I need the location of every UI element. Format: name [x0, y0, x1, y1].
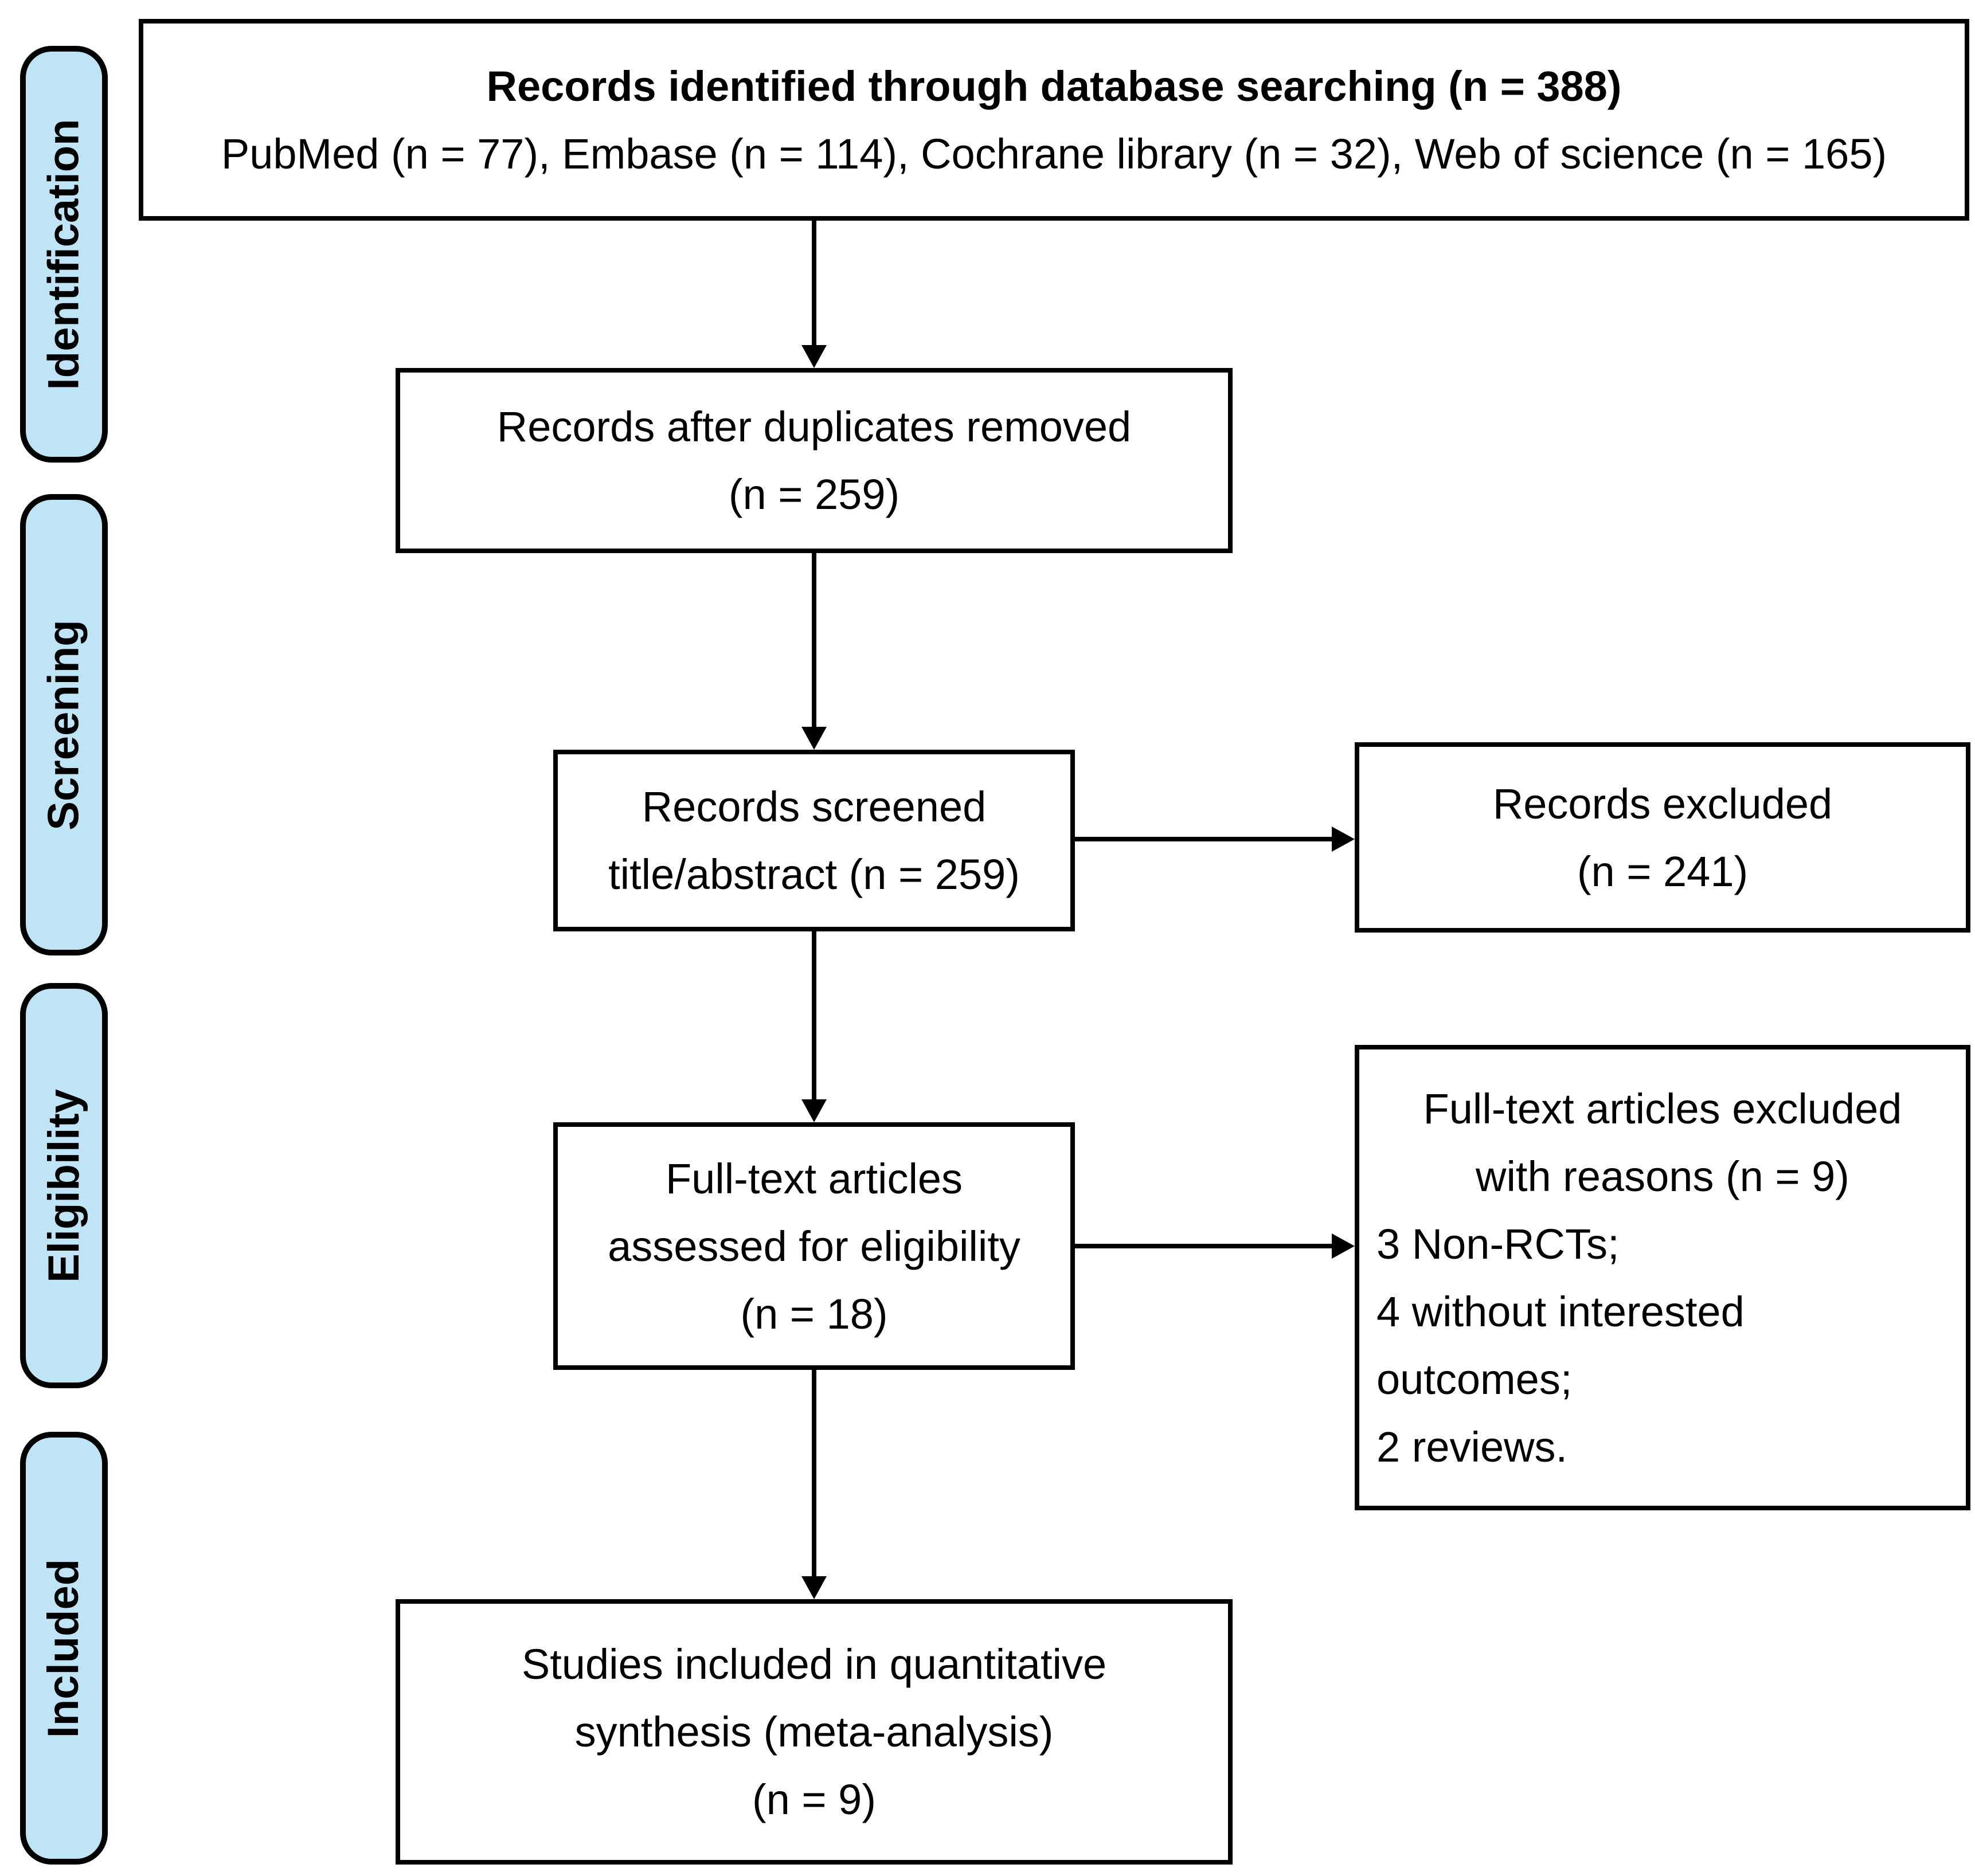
arrow-line: [1075, 1244, 1332, 1248]
arrow-line: [812, 553, 816, 727]
fulltext-assessed-line1: Full-text articles: [665, 1154, 963, 1203]
stage-label-identification: Identification: [20, 46, 108, 463]
arrow-right-icon: [1332, 827, 1355, 852]
arrow-right-icon: [1332, 1233, 1355, 1259]
fulltext-excluded-line1: Full-text articles excluded: [1423, 1084, 1902, 1133]
records-screened-line2: title/abstract (n = 259): [608, 851, 1020, 898]
stage-label-screening: Screening: [20, 494, 108, 955]
box-records-excluded: Records excluded (n = 241): [1355, 742, 1970, 933]
arrow-down-icon: [801, 727, 827, 750]
stage-label-screening-text: Screening: [39, 619, 88, 831]
arrow-down-icon: [801, 1099, 827, 1122]
fulltext-excluded-reason-outcomes-a: 4 without interested: [1376, 1287, 1745, 1335]
stage-label-identification-text: Identification: [39, 119, 88, 390]
arrow-line: [812, 931, 816, 1099]
fulltext-excluded-reason-nonrcts: 3 Non-RCTs;: [1376, 1220, 1620, 1268]
fulltext-excluded-reason-reviews: 2 reviews.: [1376, 1423, 1568, 1471]
records-identified-sources: PubMed (n = 77), Embase (n = 114), Cochr…: [221, 130, 1887, 178]
stage-label-eligibility-text: Eligibility: [39, 1088, 88, 1283]
arrow-line: [1075, 837, 1332, 841]
arrow-line: [812, 221, 816, 345]
stage-label-included: Included: [20, 1432, 108, 1865]
box-duplicates-removed: Records after duplicates removed (n = 25…: [396, 368, 1233, 553]
box-included-synthesis: Studies included in quantitative synthes…: [396, 1599, 1233, 1865]
records-identified-title: Records identified through database sear…: [486, 62, 1622, 110]
fulltext-assessed-count: (n = 18): [740, 1290, 888, 1338]
arrow-line: [812, 1370, 816, 1576]
box-records-screened: Records screened title/abstract (n = 259…: [553, 750, 1075, 931]
included-synthesis-line1: Studies included in quantitative: [521, 1640, 1107, 1688]
stage-label-eligibility: Eligibility: [20, 983, 108, 1388]
arrow-down-icon: [801, 1576, 827, 1599]
fulltext-excluded-reason-outcomes-b: outcomes;: [1376, 1355, 1573, 1403]
box-fulltext-excluded: Full-text articles excluded with reasons…: [1355, 1045, 1970, 1510]
stage-label-included-text: Included: [39, 1558, 88, 1738]
records-excluded-line1: Records excluded: [1492, 780, 1833, 828]
fulltext-assessed-line2: assessed for eligibility: [608, 1222, 1020, 1270]
box-records-identified: Records identified through database sear…: [139, 19, 1969, 221]
duplicates-removed-count: (n = 259): [728, 471, 900, 518]
included-synthesis-count: (n = 9): [752, 1776, 876, 1823]
duplicates-removed-line1: Records after duplicates removed: [496, 403, 1132, 451]
fulltext-excluded-line2: with reasons (n = 9): [1476, 1152, 1849, 1200]
records-excluded-count: (n = 241): [1577, 847, 1749, 895]
arrow-down-icon: [801, 345, 827, 368]
box-fulltext-assessed: Full-text articles assessed for eligibil…: [553, 1122, 1075, 1370]
records-screened-line1: Records screened: [642, 783, 987, 831]
included-synthesis-line2: synthesis (meta-analysis): [574, 1708, 1054, 1756]
